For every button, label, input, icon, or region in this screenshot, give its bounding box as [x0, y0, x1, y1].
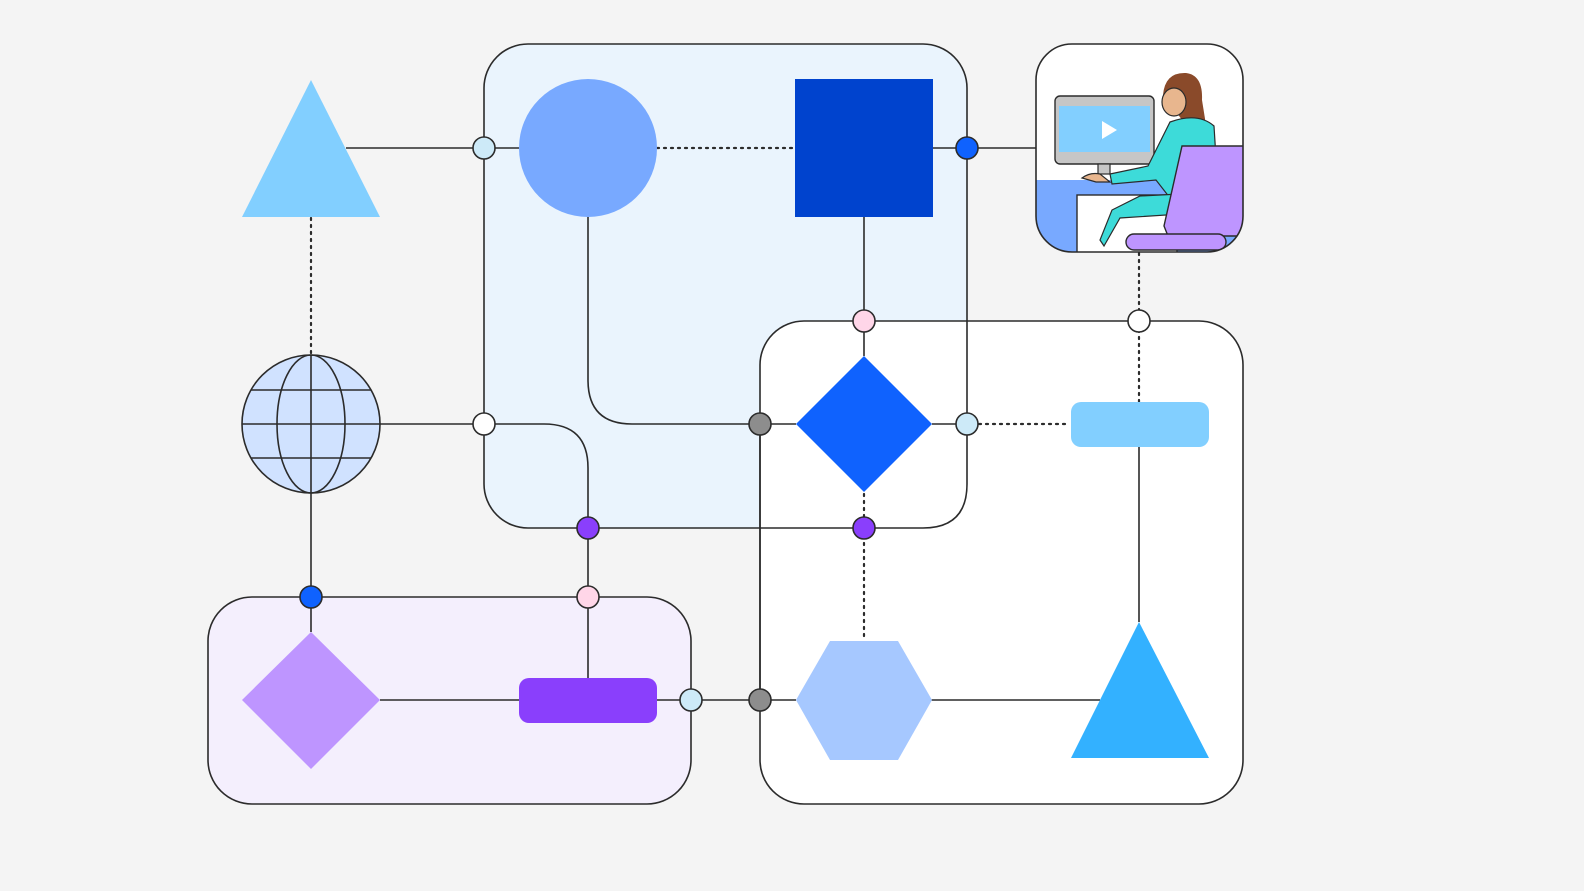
- hexagon-bottom: [796, 641, 932, 760]
- junction-nodes: [299, 136, 1151, 712]
- globe-icon: [241, 354, 381, 494]
- triangle-bottom-right: [1071, 622, 1209, 758]
- dotted-connectors: [309, 146, 1141, 642]
- diamond-center: [796, 356, 932, 492]
- illustration-person-at-computer: [1035, 43, 1244, 253]
- triangle-top-left: [242, 80, 380, 217]
- connectors: [310, 147, 1140, 701]
- circle-top: [519, 79, 657, 217]
- pill-bottom: [519, 678, 657, 723]
- play-icon: [1102, 121, 1117, 139]
- square-top: [795, 79, 933, 217]
- diamond-bottom-left: [242, 632, 380, 769]
- top-center-panel-outline: [760, 321, 968, 529]
- pill-right: [1071, 402, 1209, 447]
